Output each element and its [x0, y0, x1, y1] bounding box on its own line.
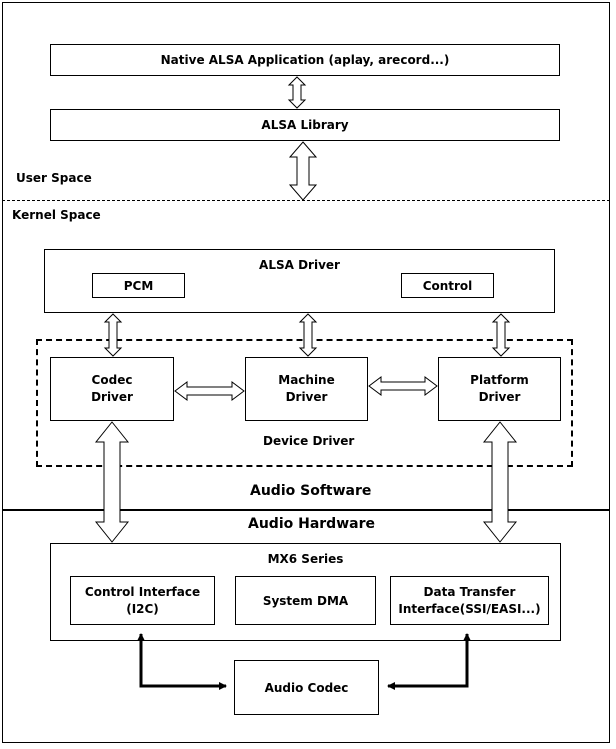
kernel-space-label: Kernel Space [12, 208, 101, 222]
pcm-box: PCM [92, 273, 185, 298]
machine-driver-line2: Driver [285, 390, 328, 404]
machine-driver-line1: Machine [278, 373, 335, 387]
audio-hardware-label: Audio Hardware [248, 516, 375, 532]
app-library-arrow [287, 76, 307, 109]
pcm-codec-arrow [103, 313, 123, 357]
software-hardware-separator [2, 509, 610, 511]
codec-hardware-arrow [94, 421, 130, 543]
mx6-series-title: MX6 Series [267, 552, 344, 566]
platform-driver-box: Platform Driver [438, 357, 561, 421]
user-kernel-separator [2, 200, 610, 201]
control-interface-line2: (I2C) [126, 601, 159, 616]
machine-driver-box: Machine Driver [245, 357, 368, 421]
platform-hardware-arrow [482, 421, 518, 543]
native-alsa-application-text: Native ALSA Application (aplay, arecord.… [160, 53, 450, 67]
pcm-text: PCM [123, 278, 154, 293]
native-alsa-application-box: Native ALSA Application (aplay, arecord.… [50, 44, 560, 76]
library-kernel-arrow [288, 141, 318, 201]
audio-codec-text: Audio Codec [264, 680, 349, 695]
audio-software-label: Audio Software [250, 483, 372, 499]
system-dma-text: System DMA [262, 593, 349, 608]
control-interface-box: Control Interface (I2C) [70, 576, 215, 625]
codec-machine-arrow [174, 381, 245, 401]
platform-driver-line2: Driver [478, 390, 521, 404]
data-transfer-line1: Data Transfer [423, 584, 516, 599]
data-transfer-line2: Interface(SSI/EASI...) [398, 601, 541, 616]
alsa-library-text: ALSA Library [261, 118, 349, 132]
platform-driver-line1: Platform [470, 373, 529, 387]
alsa-driver-title: ALSA Driver [259, 258, 340, 272]
control-text: Control [422, 278, 473, 293]
machine-platform-arrow [368, 376, 438, 396]
audio-codec-box: Audio Codec [234, 660, 379, 715]
control-interface-line1: Control Interface [84, 584, 201, 599]
control-platform-arrow [491, 313, 511, 357]
data-transfer-codec-link [387, 638, 469, 690]
data-transfer-interface-box: Data Transfer Interface(SSI/EASI...) [390, 576, 549, 625]
control-box: Control [401, 273, 494, 298]
codec-driver-line2: Driver [91, 390, 133, 404]
system-dma-box: System DMA [235, 576, 376, 625]
alsa-machine-arrow [298, 313, 318, 357]
alsa-library-box: ALSA Library [50, 109, 560, 141]
diagram-frame [2, 2, 610, 743]
user-space-label: User Space [16, 171, 92, 185]
codec-driver-line1: Codec [91, 373, 133, 387]
device-driver-label: Device Driver [263, 434, 355, 448]
control-interface-codec-link [139, 638, 227, 690]
codec-driver-box: Codec Driver [50, 357, 174, 421]
